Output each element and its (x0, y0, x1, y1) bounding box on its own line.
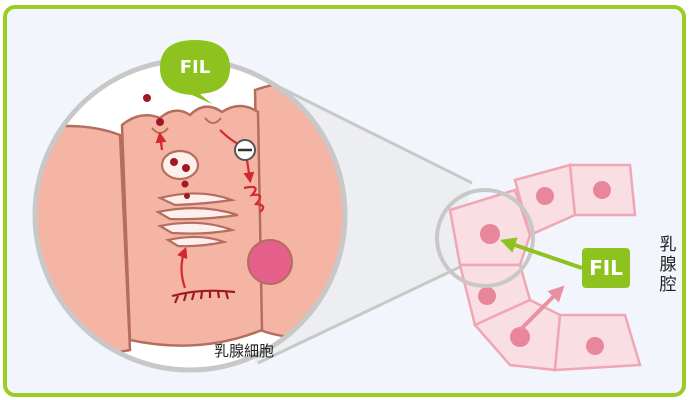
fil-badge-right: FIL (582, 248, 630, 288)
secretion-granule (182, 181, 189, 188)
minus-circle-icon (235, 140, 255, 160)
secretion-granule (184, 193, 190, 199)
lobule-nucleus (480, 224, 500, 244)
secretory-vesicle (162, 151, 198, 179)
secretion-granule (170, 158, 178, 166)
secretion-granule (156, 118, 164, 126)
lobule-nucleus (586, 337, 604, 355)
lumen-char-3: 腔 (660, 275, 677, 295)
lobule-nucleus (593, 181, 611, 199)
fil-label-top: FIL (180, 57, 210, 78)
lumen-char-1: 乳 (660, 235, 677, 255)
lumen-label: 乳 腺 腔 (660, 235, 677, 295)
lobule-nucleus (536, 187, 554, 205)
fil-label-right: FIL (589, 256, 623, 280)
lumen-char-2: 腺 (660, 255, 677, 275)
cell-caption: 乳腺細胞 (214, 342, 274, 360)
secretion-granule (182, 164, 190, 172)
nucleus (248, 240, 292, 284)
lobule-nucleus (478, 287, 496, 305)
secretion-granule (143, 94, 151, 102)
